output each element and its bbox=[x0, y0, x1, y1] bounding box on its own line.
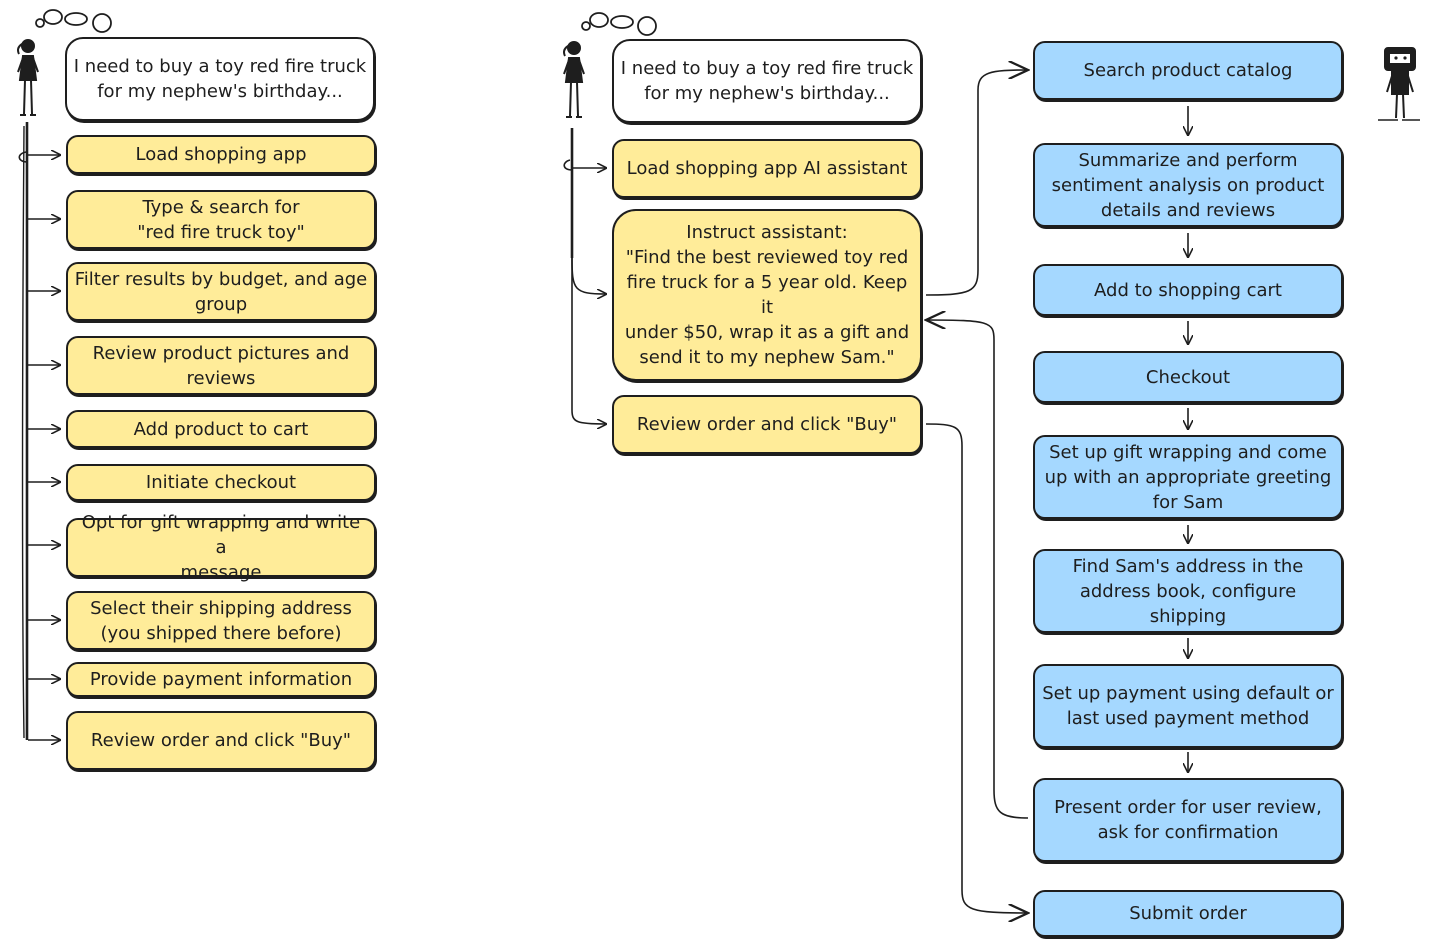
agent-step-submit-order: Submit order bbox=[1033, 890, 1343, 937]
left-step-add-to-cart: Add product to cart bbox=[66, 410, 376, 448]
agent-step-setup-payment: Set up payment using default or last use… bbox=[1033, 664, 1343, 748]
left-step-review-buy: Review order and click "Buy" bbox=[66, 711, 376, 770]
agent-step-search-catalog: Search product catalog bbox=[1033, 41, 1343, 100]
middle-step-load-assistant: Load shopping app AI assistant bbox=[612, 139, 922, 198]
agent-step-gift-wrapping: Set up gift wrapping and come up with an… bbox=[1033, 435, 1343, 519]
left-connectors bbox=[28, 155, 60, 740]
cross-connectors bbox=[926, 70, 1028, 913]
left-step-load-app: Load shopping app bbox=[66, 135, 376, 174]
agent-step-find-address: Find Sam's address in the address book, … bbox=[1033, 549, 1343, 633]
robot-icon bbox=[1378, 47, 1420, 121]
agent-step-add-to-cart: Add to shopping cart bbox=[1033, 264, 1343, 316]
middle-step-review-buy: Review order and click "Buy" bbox=[612, 395, 922, 454]
left-step-shipping: Select their shipping address (you shipp… bbox=[66, 591, 376, 650]
left-step-checkout: Initiate checkout bbox=[66, 464, 376, 501]
left-spine bbox=[18, 122, 29, 740]
person-icon bbox=[17, 39, 39, 116]
left-step-search: Type & search for "red fire truck toy" bbox=[66, 190, 376, 249]
agent-step-checkout: Checkout bbox=[1033, 351, 1343, 403]
agent-step-summarize: Summarize and perform sentiment analysis… bbox=[1033, 143, 1343, 227]
left-step-review-product: Review product pictures and reviews bbox=[66, 336, 376, 395]
left-step-payment: Provide payment information bbox=[66, 662, 376, 697]
thought-bubble-icon bbox=[581, 12, 657, 36]
thought-bubble-middle: I need to buy a toy red fire truck for m… bbox=[612, 39, 922, 123]
middle-step-instruct-assistant: Instruct assistant: "Find the best revie… bbox=[612, 209, 922, 381]
left-step-filter: Filter results by budget, and age group bbox=[66, 262, 376, 321]
thought-bubble-icon bbox=[35, 9, 112, 33]
middle-connectors bbox=[563, 128, 606, 424]
agent-step-present-order: Present order for user review, ask for c… bbox=[1033, 778, 1343, 862]
person-icon bbox=[563, 41, 585, 118]
left-step-gift-wrap: Opt for gift wrapping and write a messag… bbox=[66, 512, 376, 583]
thought-bubble-left: I need to buy a toy red fire truck for m… bbox=[65, 37, 375, 121]
